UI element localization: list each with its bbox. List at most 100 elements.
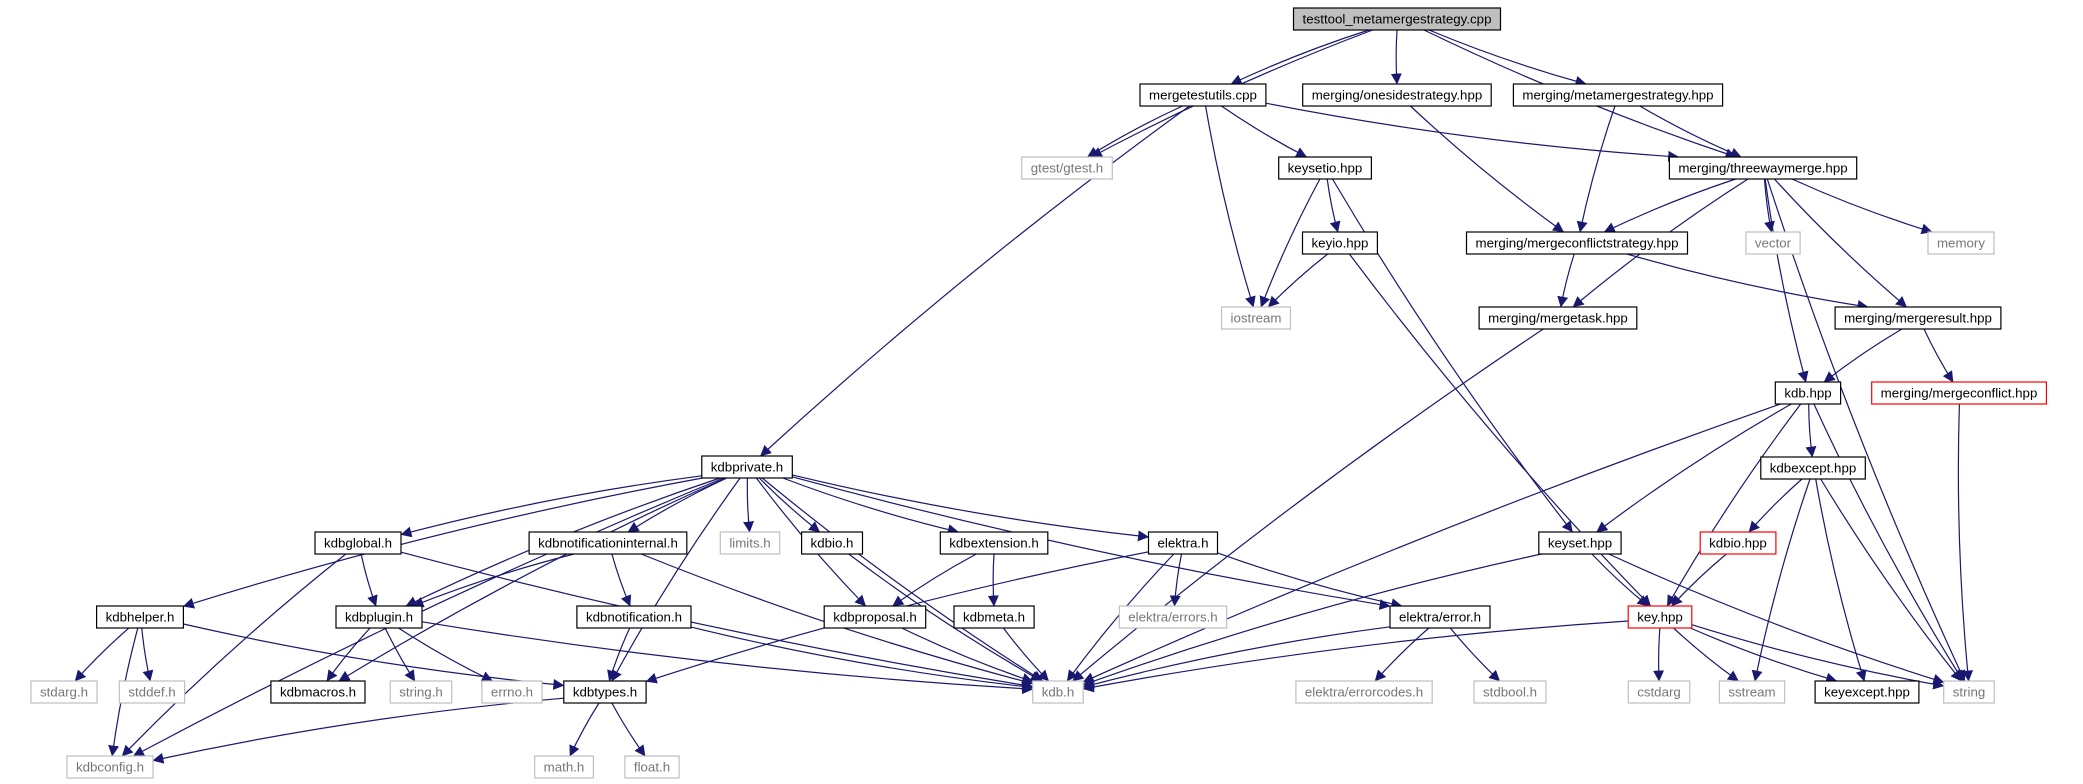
node-stdarg[interactable]: stdarg.h	[30, 680, 98, 704]
node-stddef[interactable]: stddef.h	[118, 680, 186, 704]
node-box	[1278, 156, 1372, 180]
edge-mergeconflictstrategy-to-mergetask	[1557, 253, 1575, 308]
edge-kdbprivate-to-kdbio	[758, 477, 821, 533]
node-elektra[interactable]: elektra.h	[1147, 531, 1219, 555]
node-float[interactable]: float.h	[624, 755, 680, 779]
edge-kdbplugin-to-kdbmacros	[326, 627, 371, 682]
node-vector[interactable]: vector	[1745, 231, 1801, 255]
node-gtest[interactable]: gtest/gtest.h	[1021, 156, 1113, 180]
node-box	[1538, 531, 1622, 555]
node-kdbextension[interactable]: kdbextension.h	[939, 531, 1049, 555]
node-math[interactable]: math.h	[534, 755, 595, 779]
edge-kdbprivate-to-kdbhelper	[182, 477, 703, 609]
edge-elektra-to-elektraerror	[1217, 552, 1403, 610]
node-label: keysetio.hpp	[1288, 161, 1363, 176]
edge-keyhpp-to-kdbh	[1082, 620, 1629, 693]
edge-threewaymerge-to-mergeresult	[1773, 178, 1908, 308]
node-cstdarg[interactable]: cstdarg	[1627, 680, 1691, 704]
edge-keyhpp-to-cstdarg	[1653, 627, 1665, 682]
node-sstream[interactable]: sstream	[1718, 680, 1786, 704]
node-metamergestrategy[interactable]: merging/metamergestrategy.hpp	[1512, 83, 1724, 107]
node-elektraerrors[interactable]: elektra/errors.h	[1118, 605, 1228, 629]
node-box	[1627, 605, 1693, 629]
node-iostream[interactable]: iostream	[1220, 306, 1292, 330]
edge-mergetask-to-kdbh	[1072, 328, 1544, 682]
node-kdbnotification[interactable]: kdbnotification.h	[576, 605, 692, 629]
edge-keysetio-to-iostream	[1259, 178, 1321, 308]
node-box	[1220, 306, 1292, 330]
node-root[interactable]: testtool_metamergestrategy.cpp	[1292, 7, 1502, 31]
node-label: kdbprivate.h	[711, 460, 783, 475]
node-kdbglobal[interactable]: kdbglobal.h	[314, 531, 402, 555]
node-label: kdbnotificationinternal.h	[538, 536, 678, 551]
node-label: merging/mergetask.hpp	[1488, 311, 1628, 326]
node-elektraerror[interactable]: elektra/error.h	[1389, 605, 1491, 629]
node-errorcodes[interactable]: elektra/errorcodes.h	[1295, 680, 1433, 704]
node-kdbplugin[interactable]: kdbplugin.h	[335, 605, 423, 629]
node-box	[1834, 306, 2002, 330]
node-label: merging/mergeconflict.hpp	[1881, 386, 2038, 401]
edge-mergetestutils-to-gtest	[1087, 105, 1183, 158]
node-box	[1147, 531, 1219, 555]
node-kdbh[interactable]: kdb.h	[1032, 680, 1084, 704]
edge-kdbhelper-to-stddef	[141, 627, 154, 682]
edge-kdbproposal-to-kdbh	[901, 627, 1034, 684]
node-label: kdbextension.h	[949, 536, 1038, 551]
node-keyexcept[interactable]: keyexcept.hpp	[1814, 680, 1920, 704]
node-limits[interactable]: limits.h	[719, 531, 781, 555]
node-kdbio[interactable]: kdbio.h	[800, 531, 864, 555]
node-kdbmacros[interactable]: kdbmacros.h	[270, 680, 366, 704]
edge-kdbhelper-to-stdarg	[74, 627, 130, 682]
node-label: testtool_metamergestrategy.cpp	[1303, 12, 1492, 27]
node-label: keyio.hpp	[1312, 236, 1369, 251]
node-kdbnotificationinternal[interactable]: kdbnotificationinternal.h	[528, 531, 688, 555]
node-kdbiohpp[interactable]: kdbio.hpp	[1699, 531, 1777, 555]
node-memory[interactable]: memory	[1927, 231, 1995, 255]
edge-kdbprivate-to-kdbnotificationinternal	[627, 477, 728, 533]
edge-metamergestrategy-to-threewaymerge	[1639, 105, 1742, 158]
node-mergeresult[interactable]: merging/mergeresult.hpp	[1834, 306, 2002, 330]
edge-kdbprivate-to-limits	[743, 477, 754, 533]
node-keyset[interactable]: keyset.hpp	[1538, 531, 1622, 555]
node-kdbexcept[interactable]: kdbexcept.hpp	[1760, 456, 1866, 480]
node-box	[1774, 381, 1842, 405]
node-mergeconflict[interactable]: merging/mergeconflict.hpp	[1871, 381, 2047, 405]
node-keysetio[interactable]: keysetio.hpp	[1278, 156, 1372, 180]
node-kdbhelper[interactable]: kdbhelper.h	[95, 605, 185, 629]
edge-keyhpp-to-keyexcept	[1690, 627, 1838, 684]
node-threewaymerge[interactable]: merging/threewaymerge.hpp	[1668, 156, 1858, 180]
node-kdbproposal[interactable]: kdbproposal.h	[823, 605, 927, 629]
node-kdbtypes[interactable]: kdbtypes.h	[563, 680, 647, 704]
node-mergeconflictstrategy[interactable]: merging/mergeconflictstrategy.hpp	[1465, 231, 1689, 255]
node-box	[66, 755, 154, 779]
node-label: kdbplugin.h	[345, 610, 413, 625]
node-errno[interactable]: errno.h	[481, 680, 543, 704]
node-keyhpp[interactable]: key.hpp	[1627, 605, 1693, 629]
node-keyio[interactable]: keyio.hpp	[1301, 231, 1379, 255]
node-kdbmeta[interactable]: kdbmeta.h	[953, 605, 1035, 629]
node-box	[1139, 83, 1267, 107]
node-stringh[interactable]: string.h	[389, 680, 453, 704]
node-onesidestrategy[interactable]: merging/onesidestrategy.hpp	[1302, 83, 1492, 107]
node-label: cstdarg	[1637, 685, 1681, 700]
edge-kdbprivate-to-kdbtypes	[611, 477, 741, 682]
node-kdbhpp[interactable]: kdb.hpp	[1774, 381, 1842, 405]
node-box	[1814, 680, 1920, 704]
node-mergetask[interactable]: merging/mergetask.hpp	[1478, 306, 1638, 330]
node-label: kdbmacros.h	[280, 685, 356, 700]
node-box	[1718, 680, 1786, 704]
node-stdbool[interactable]: stdbool.h	[1473, 680, 1547, 704]
node-mergetestutils[interactable]: mergetestutils.cpp	[1139, 83, 1267, 107]
node-kdbprivate[interactable]: kdbprivate.h	[701, 455, 793, 479]
node-box	[1118, 605, 1228, 629]
node-box	[270, 680, 366, 704]
node-label: kdbio.h	[811, 536, 854, 551]
edge-kdbhelper-to-kdbtypes	[183, 623, 565, 690]
node-label: memory	[1937, 236, 1985, 251]
node-box	[1512, 83, 1724, 107]
node-label: stdarg.h	[40, 685, 88, 700]
node-label: elektra/errorcodes.h	[1305, 685, 1423, 700]
node-box	[314, 531, 402, 555]
node-kdbconfig[interactable]: kdbconfig.h	[66, 755, 154, 779]
node-string[interactable]: string	[1943, 680, 1995, 704]
